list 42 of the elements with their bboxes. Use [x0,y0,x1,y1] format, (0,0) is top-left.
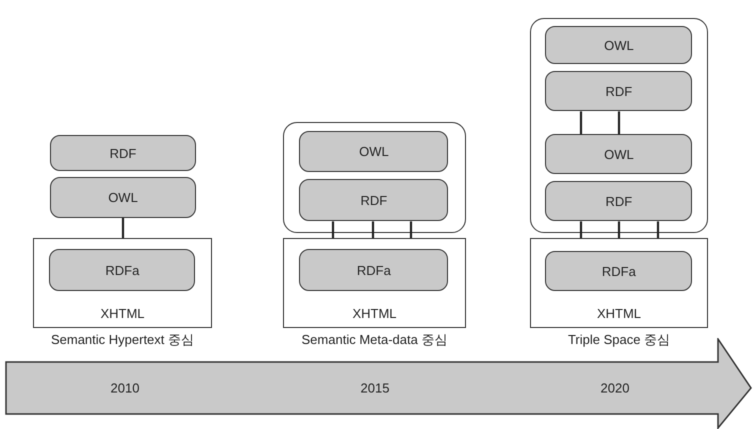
rounded-box [545,71,692,112]
rounded-box [50,135,196,171]
box-label: RDFa [602,264,636,279]
era-caption: Triple Space 중심 [566,331,672,349]
rounded-box [545,134,692,174]
connector-line [580,111,582,134]
era-caption: Semantic Meta-data 중심 [300,331,448,349]
rounded-box [299,249,448,292]
box-label: RDF [606,84,632,99]
connector-line [372,221,374,238]
box-label: OWL [604,38,634,53]
rounded-box [545,181,692,222]
rounded-box [545,26,692,64]
rounded-box [299,179,448,222]
box-label: OWL [108,190,138,205]
era-caption: Semantic Hypertext 중심 [50,331,196,349]
year-label: 2015 [360,380,390,396]
connector-line [410,221,412,238]
connector-line [580,221,582,238]
box-label: RDFa [105,262,140,278]
connector-line [332,221,334,238]
year-label: 2010 [110,380,140,396]
box-label: RDF [110,146,136,160]
box-label: RDF [360,192,388,208]
rounded-container [283,122,466,233]
rounded-box [50,177,196,218]
layer-label: XHTML [596,306,642,321]
connector-line [122,218,124,238]
connector-line [618,111,620,134]
connector-line [656,221,660,238]
rounded-box [49,249,196,292]
layer-label: XHTML [99,306,146,321]
box-label: RDFa [356,262,391,278]
connector-line [618,221,620,238]
rounded-container [530,18,708,233]
year-label: 2020 [600,380,630,396]
rounded-box [545,251,692,292]
box-label: OWL [359,144,389,160]
rounded-box [299,131,448,172]
box-label: RDF [606,194,632,209]
layer-label: XHTML [351,306,398,321]
box-label: OWL [604,146,634,162]
